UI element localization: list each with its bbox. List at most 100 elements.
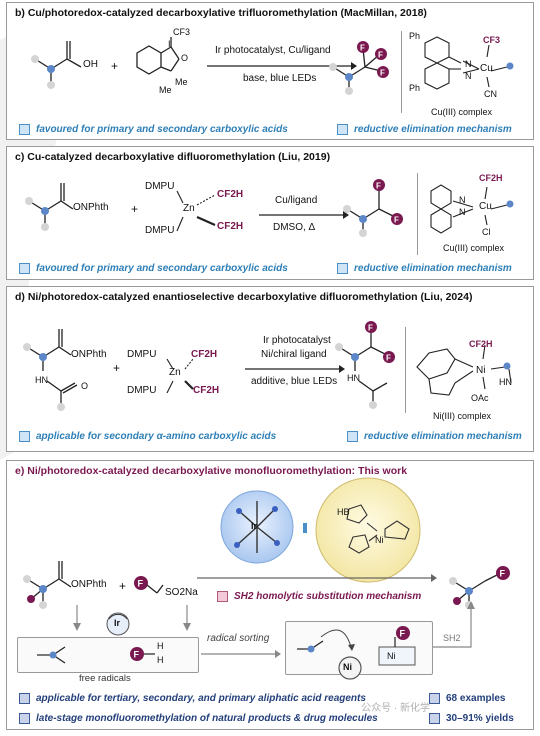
svg-text:F: F bbox=[376, 182, 381, 191]
hb-label: HB bbox=[337, 507, 350, 517]
fluoromethyl-sulfinate: F bbox=[134, 576, 164, 594]
radical-structures: F bbox=[37, 646, 155, 664]
arrow-top-label: Ir photocatalyst, Cu/ligand bbox=[215, 45, 331, 56]
panel-e-note-2: late-stage monofluoromethylation of natu… bbox=[19, 713, 378, 724]
radical-sorting-label: radical sorting bbox=[207, 633, 270, 644]
sh2-up-arrow bbox=[433, 601, 475, 648]
togni-i: I bbox=[168, 39, 171, 49]
panel-c-note-left: favoured for primary and secondary carbo… bbox=[19, 263, 288, 274]
togni-reagent bbox=[136, 37, 180, 75]
ni-iii-complex bbox=[416, 344, 512, 396]
togni-me1: Me bbox=[159, 85, 172, 95]
monofluoromethyl-product: F bbox=[449, 566, 510, 609]
checkbox-icon bbox=[429, 693, 440, 704]
panel-e: e) Ni/photoredox-catalyzed decarboxylati… bbox=[6, 460, 534, 730]
sh2-arrow-label: SH2 bbox=[443, 633, 461, 643]
ni-complex-label-d: Ni(III) complex bbox=[433, 411, 492, 421]
ir-cycle-label: Ir bbox=[114, 618, 121, 628]
cu-iii-complex bbox=[424, 36, 514, 90]
svg-text:F: F bbox=[378, 51, 383, 60]
cf2h-product-c: F F bbox=[343, 179, 403, 237]
arrow-top-label-c: Cu/ligand bbox=[275, 195, 318, 206]
checkbox-icon bbox=[19, 263, 30, 274]
togni-o: O bbox=[181, 53, 189, 63]
onphth-c: ONPhth bbox=[73, 202, 109, 213]
svg-text:F: F bbox=[380, 69, 385, 78]
dmpu-2-d: DMPU bbox=[127, 385, 157, 396]
cu-label-c: Cu bbox=[479, 201, 492, 212]
panel-c: c) Cu-catalyzed decarboxylative difluoro… bbox=[6, 146, 534, 280]
panel-b-note-left: favoured for primary and secondary carbo… bbox=[19, 124, 288, 135]
ni-cycle-label: Ni bbox=[343, 662, 352, 672]
ni-sorting-structures: F bbox=[297, 626, 416, 666]
panel-e-stat-2: 30–91% yields bbox=[429, 713, 514, 724]
togni-cf3: CF3 bbox=[173, 27, 191, 37]
checkbox-icon bbox=[337, 124, 348, 135]
cu-cf3: CF3 bbox=[483, 35, 501, 45]
hn-d: HN bbox=[35, 375, 48, 385]
zn-bonds-c bbox=[176, 190, 216, 232]
acid-oh: OH bbox=[83, 59, 98, 70]
ir-center-label: Ir bbox=[251, 521, 258, 531]
panel-d-note-right: reductive elimination mechanism bbox=[347, 431, 522, 442]
reaction-arrow-d bbox=[245, 365, 345, 373]
checkbox-icon bbox=[19, 124, 30, 135]
catalyst-separator-icon bbox=[303, 523, 307, 533]
checkbox-icon bbox=[19, 431, 30, 442]
svg-text:F: F bbox=[386, 354, 391, 363]
ph-top: Ph bbox=[409, 31, 421, 41]
cu-complex-label-b: Cu(III) complex bbox=[431, 107, 493, 117]
complex-divider-c bbox=[417, 173, 418, 255]
arrow-top-label-d2: Ni/chiral ligand bbox=[261, 349, 327, 360]
cu-complex-label-c: Cu(III) complex bbox=[443, 243, 505, 253]
panel-e-note-1: applicable for tertiary, secondary, and … bbox=[19, 693, 366, 704]
ni-oac-d: OAc bbox=[471, 393, 489, 403]
panel-d: d) Ni/photoredox-catalyzed enantioselect… bbox=[6, 286, 534, 452]
panel-d-note-left: applicable for secondary α-amino carboxy… bbox=[19, 431, 276, 442]
ir-photocatalyst bbox=[220, 490, 294, 564]
arrow-bottom-label-d: additive, blue LEDs bbox=[251, 376, 338, 387]
h-label-1: H bbox=[157, 641, 164, 651]
cu-cn: CN bbox=[484, 89, 497, 99]
panel-b-note-right: reductive elimination mechanism bbox=[337, 124, 512, 135]
reaction-arrow bbox=[207, 62, 357, 70]
cu-label-b: Cu bbox=[480, 63, 493, 74]
svg-text:F: F bbox=[500, 569, 506, 579]
nhpi-ester-e bbox=[23, 561, 72, 609]
n-bottom-c: N bbox=[459, 207, 466, 217]
svg-text:F: F bbox=[360, 44, 365, 53]
n-top-c: N bbox=[459, 195, 466, 205]
free-radicals-label: free radicals bbox=[79, 673, 131, 684]
main-reaction-arrow bbox=[197, 574, 437, 582]
svg-text:F: F bbox=[400, 629, 406, 639]
complex-divider bbox=[401, 31, 402, 113]
zn-d: Zn bbox=[169, 367, 181, 378]
panel-e-title: e) Ni/photoredox-catalyzed decarboxylati… bbox=[15, 465, 408, 477]
cu-cf2h-c: CF2H bbox=[479, 173, 503, 183]
cf3-product: F F F bbox=[329, 41, 389, 95]
h-label-2: H bbox=[157, 655, 164, 665]
ni-label-d: Ni bbox=[476, 365, 486, 376]
arrow-bottom-label-c: DMSO, Δ bbox=[273, 222, 316, 233]
checkbox-icon bbox=[337, 263, 348, 274]
zn-c: Zn bbox=[183, 203, 195, 214]
checkbox-icon bbox=[19, 693, 30, 704]
panel-d-title: d) Ni/photoredox-catalyzed enantioselect… bbox=[15, 291, 473, 303]
amino-acid-ester bbox=[23, 329, 78, 411]
n-bottom: N bbox=[465, 71, 472, 81]
ni-box-label: Ni bbox=[387, 651, 396, 661]
cf2h-product-d: F F bbox=[335, 321, 395, 409]
dmpu-2-c: DMPU bbox=[145, 225, 175, 236]
cu-cl-c: Cl bbox=[482, 227, 491, 237]
cf2h-2-c: CF2H bbox=[217, 221, 244, 232]
product-hn-d: HN bbox=[347, 373, 360, 383]
panel-c-title: c) Cu-catalyzed decarboxylative difluoro… bbox=[15, 151, 331, 163]
bipyridine-cu-complex bbox=[430, 184, 514, 234]
dmpu-1-c: DMPU bbox=[145, 181, 175, 192]
checkbox-icon bbox=[19, 713, 30, 724]
ni-catalyst bbox=[315, 477, 421, 583]
plus-sign: + bbox=[119, 579, 127, 593]
panel-b-title: b) Cu/photoredox-catalyzed decarboxylati… bbox=[15, 7, 427, 19]
ni-cycle-icon bbox=[338, 656, 362, 680]
so2na-label: SO2Na bbox=[165, 587, 198, 598]
